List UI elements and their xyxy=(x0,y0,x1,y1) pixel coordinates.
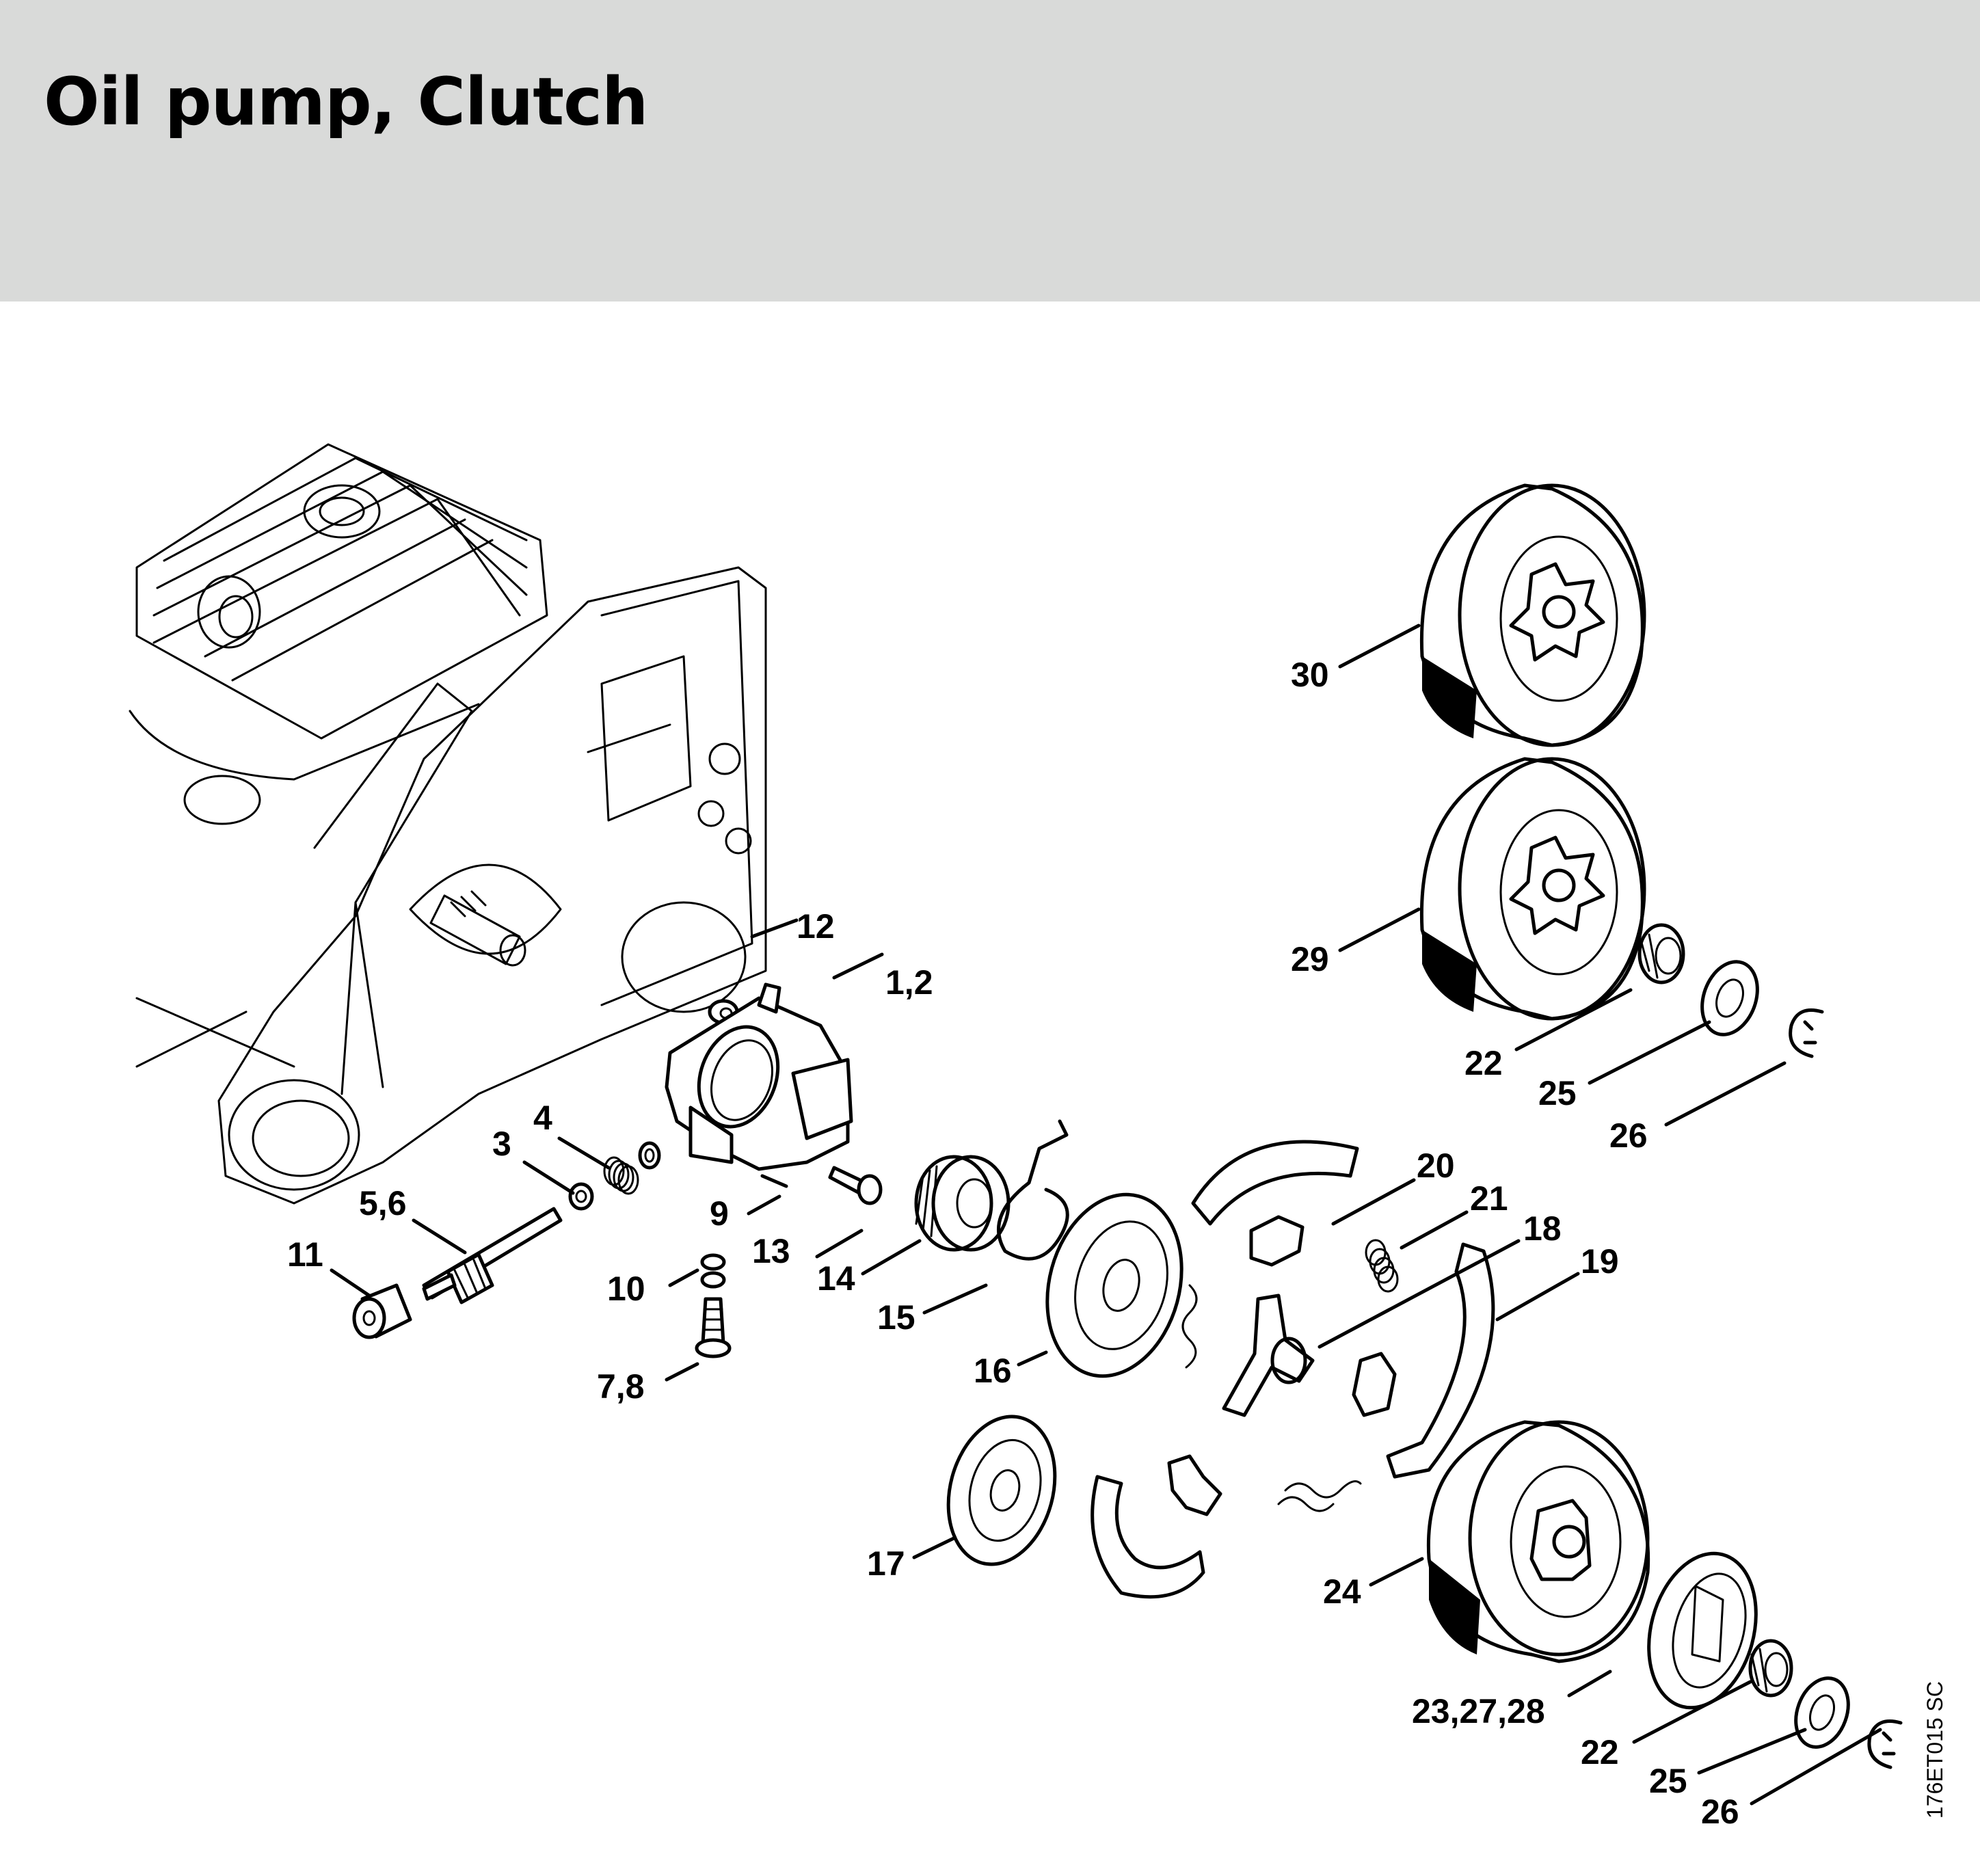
leader-1-2 xyxy=(832,952,884,980)
leader-13 xyxy=(815,1229,864,1259)
label-part-16[interactable]: 16 xyxy=(974,1352,1012,1390)
leader-21 xyxy=(1400,1210,1469,1250)
drawing-reference-code: 176ET015 SC xyxy=(1923,1680,1947,1819)
label-part-24[interactable]: 24 xyxy=(1323,1572,1361,1611)
leader-9 xyxy=(747,1194,781,1216)
label-part-22-bottom[interactable]: 22 xyxy=(1581,1733,1619,1771)
label-part-19[interactable]: 19 xyxy=(1581,1242,1619,1281)
leader-26a xyxy=(1664,1061,1787,1127)
label-part-26-bottom[interactable]: 26 xyxy=(1701,1793,1739,1831)
label-part-25-bottom[interactable]: 25 xyxy=(1649,1762,1687,1800)
label-part-11[interactable]: 11 xyxy=(287,1235,323,1274)
leader-23-27-28 xyxy=(1567,1670,1612,1698)
label-part-12[interactable]: 12 xyxy=(797,907,835,946)
part-11-sleeve[interactable] xyxy=(352,1283,412,1339)
part-washer-near-4[interactable] xyxy=(638,1141,661,1170)
part-5-6-worm-shaft[interactable] xyxy=(422,1207,563,1304)
label-part-17[interactable]: 17 xyxy=(867,1544,905,1583)
label-part-18[interactable]: 18 xyxy=(1523,1209,1562,1248)
part-26-e-clip-bottom[interactable] xyxy=(1867,1719,1903,1769)
label-part-29[interactable]: 29 xyxy=(1291,940,1329,978)
label-part-7-8[interactable]: 7,8 xyxy=(597,1367,645,1406)
label-part-21[interactable]: 21 xyxy=(1470,1179,1508,1218)
engine-housing[interactable] xyxy=(129,443,767,1205)
label-part-10[interactable]: 10 xyxy=(607,1270,645,1308)
header-band: Oil pump, Clutch xyxy=(0,0,1980,302)
part-clutch-shoe-upper[interactable] xyxy=(1191,1140,1359,1226)
label-part-23-27-28[interactable]: 23,27,28 xyxy=(1412,1692,1545,1730)
part-7-8-adjusting-screw[interactable] xyxy=(695,1297,732,1358)
part-17-washer[interactable] xyxy=(933,1404,1071,1576)
part-clutch-shoe-lower[interactable] xyxy=(1091,1475,1205,1599)
part-spring-lower[interactable] xyxy=(1277,1480,1362,1512)
leader-17 xyxy=(912,1536,956,1559)
part-spring-left[interactable] xyxy=(1181,1284,1198,1369)
leader-5-6 xyxy=(412,1218,467,1255)
part-30-clutch-drum[interactable] xyxy=(1419,483,1646,747)
part-26-e-clip-top[interactable] xyxy=(1789,1008,1824,1058)
part-19-clutch-shoe[interactable] xyxy=(1386,1242,1495,1479)
leader-11 xyxy=(330,1268,371,1298)
label-part-9[interactable]: 9 xyxy=(710,1194,729,1233)
leader-10 xyxy=(668,1268,699,1287)
label-part-30[interactable]: 30 xyxy=(1291,656,1329,694)
part-16-thrust-washer[interactable] xyxy=(1028,1179,1201,1391)
leader-19 xyxy=(1495,1272,1580,1322)
part-15-spring-clip[interactable] xyxy=(997,1119,1069,1261)
part-20-clutch-shoe-pad[interactable] xyxy=(1249,1215,1305,1267)
leader-20 xyxy=(1331,1178,1416,1226)
part-10-o-rings[interactable] xyxy=(700,1253,726,1289)
leader-29 xyxy=(1338,907,1421,952)
part-23-27-28-rim-sprocket[interactable] xyxy=(1633,1542,1772,1720)
label-part-22-top[interactable]: 22 xyxy=(1464,1044,1503,1082)
label-part-3[interactable]: 3 xyxy=(492,1125,511,1163)
leader-7-8 xyxy=(665,1362,699,1382)
part-29-clutch-drum[interactable] xyxy=(1419,757,1646,1021)
part-25-washer-top[interactable] xyxy=(1692,954,1767,1042)
leader-25b xyxy=(1697,1728,1807,1775)
label-part-14[interactable]: 14 xyxy=(817,1259,855,1298)
part-3-washer[interactable] xyxy=(568,1182,594,1211)
label-part-20[interactable]: 20 xyxy=(1417,1147,1455,1185)
part-22-needle-cage-top[interactable] xyxy=(1637,923,1685,984)
part-18-clutch-carrier[interactable] xyxy=(1222,1294,1315,1417)
leader-25a xyxy=(1588,1020,1711,1085)
label-part-5-6[interactable]: 5,6 xyxy=(359,1184,407,1222)
label-part-4[interactable]: 4 xyxy=(533,1099,552,1137)
leader-14 xyxy=(861,1239,922,1276)
part-25-washer-bottom[interactable] xyxy=(1787,1671,1857,1754)
part-9-pin[interactable] xyxy=(760,1174,788,1188)
part-24-clutch-drum[interactable] xyxy=(1426,1420,1650,1663)
leader-4 xyxy=(557,1136,611,1170)
part-13-screw[interactable] xyxy=(828,1166,883,1205)
page-title: Oil pump, Clutch xyxy=(44,64,648,140)
label-part-1-2[interactable]: 1,2 xyxy=(885,963,933,1002)
part-1-2-oil-pump[interactable] xyxy=(665,982,853,1171)
leader-15 xyxy=(922,1283,988,1315)
leader-18 xyxy=(1317,1239,1521,1349)
part-clutch-shoe-pad-right[interactable] xyxy=(1352,1352,1397,1417)
part-clutch-shoe-pad-lower[interactable] xyxy=(1167,1454,1222,1516)
label-part-13[interactable]: 13 xyxy=(752,1232,790,1270)
leader-24 xyxy=(1369,1557,1424,1587)
leader-22b xyxy=(1632,1680,1752,1744)
label-part-26-top[interactable]: 26 xyxy=(1609,1116,1648,1155)
leader-12 xyxy=(750,918,799,939)
part-21-spring[interactable] xyxy=(1365,1239,1399,1293)
leader-lines xyxy=(330,624,1882,1806)
part-22-needle-cage-bottom[interactable] xyxy=(1748,1639,1793,1698)
leader-16 xyxy=(1017,1350,1048,1367)
label-part-15[interactable]: 15 xyxy=(877,1298,915,1337)
part-14-worm[interactable] xyxy=(914,1155,1011,1252)
leader-3 xyxy=(522,1160,575,1195)
leader-22a xyxy=(1514,988,1633,1051)
leader-26b xyxy=(1750,1728,1882,1806)
part-4-spring[interactable] xyxy=(603,1156,639,1195)
label-part-25-top[interactable]: 25 xyxy=(1538,1074,1577,1112)
leader-30 xyxy=(1338,624,1421,669)
